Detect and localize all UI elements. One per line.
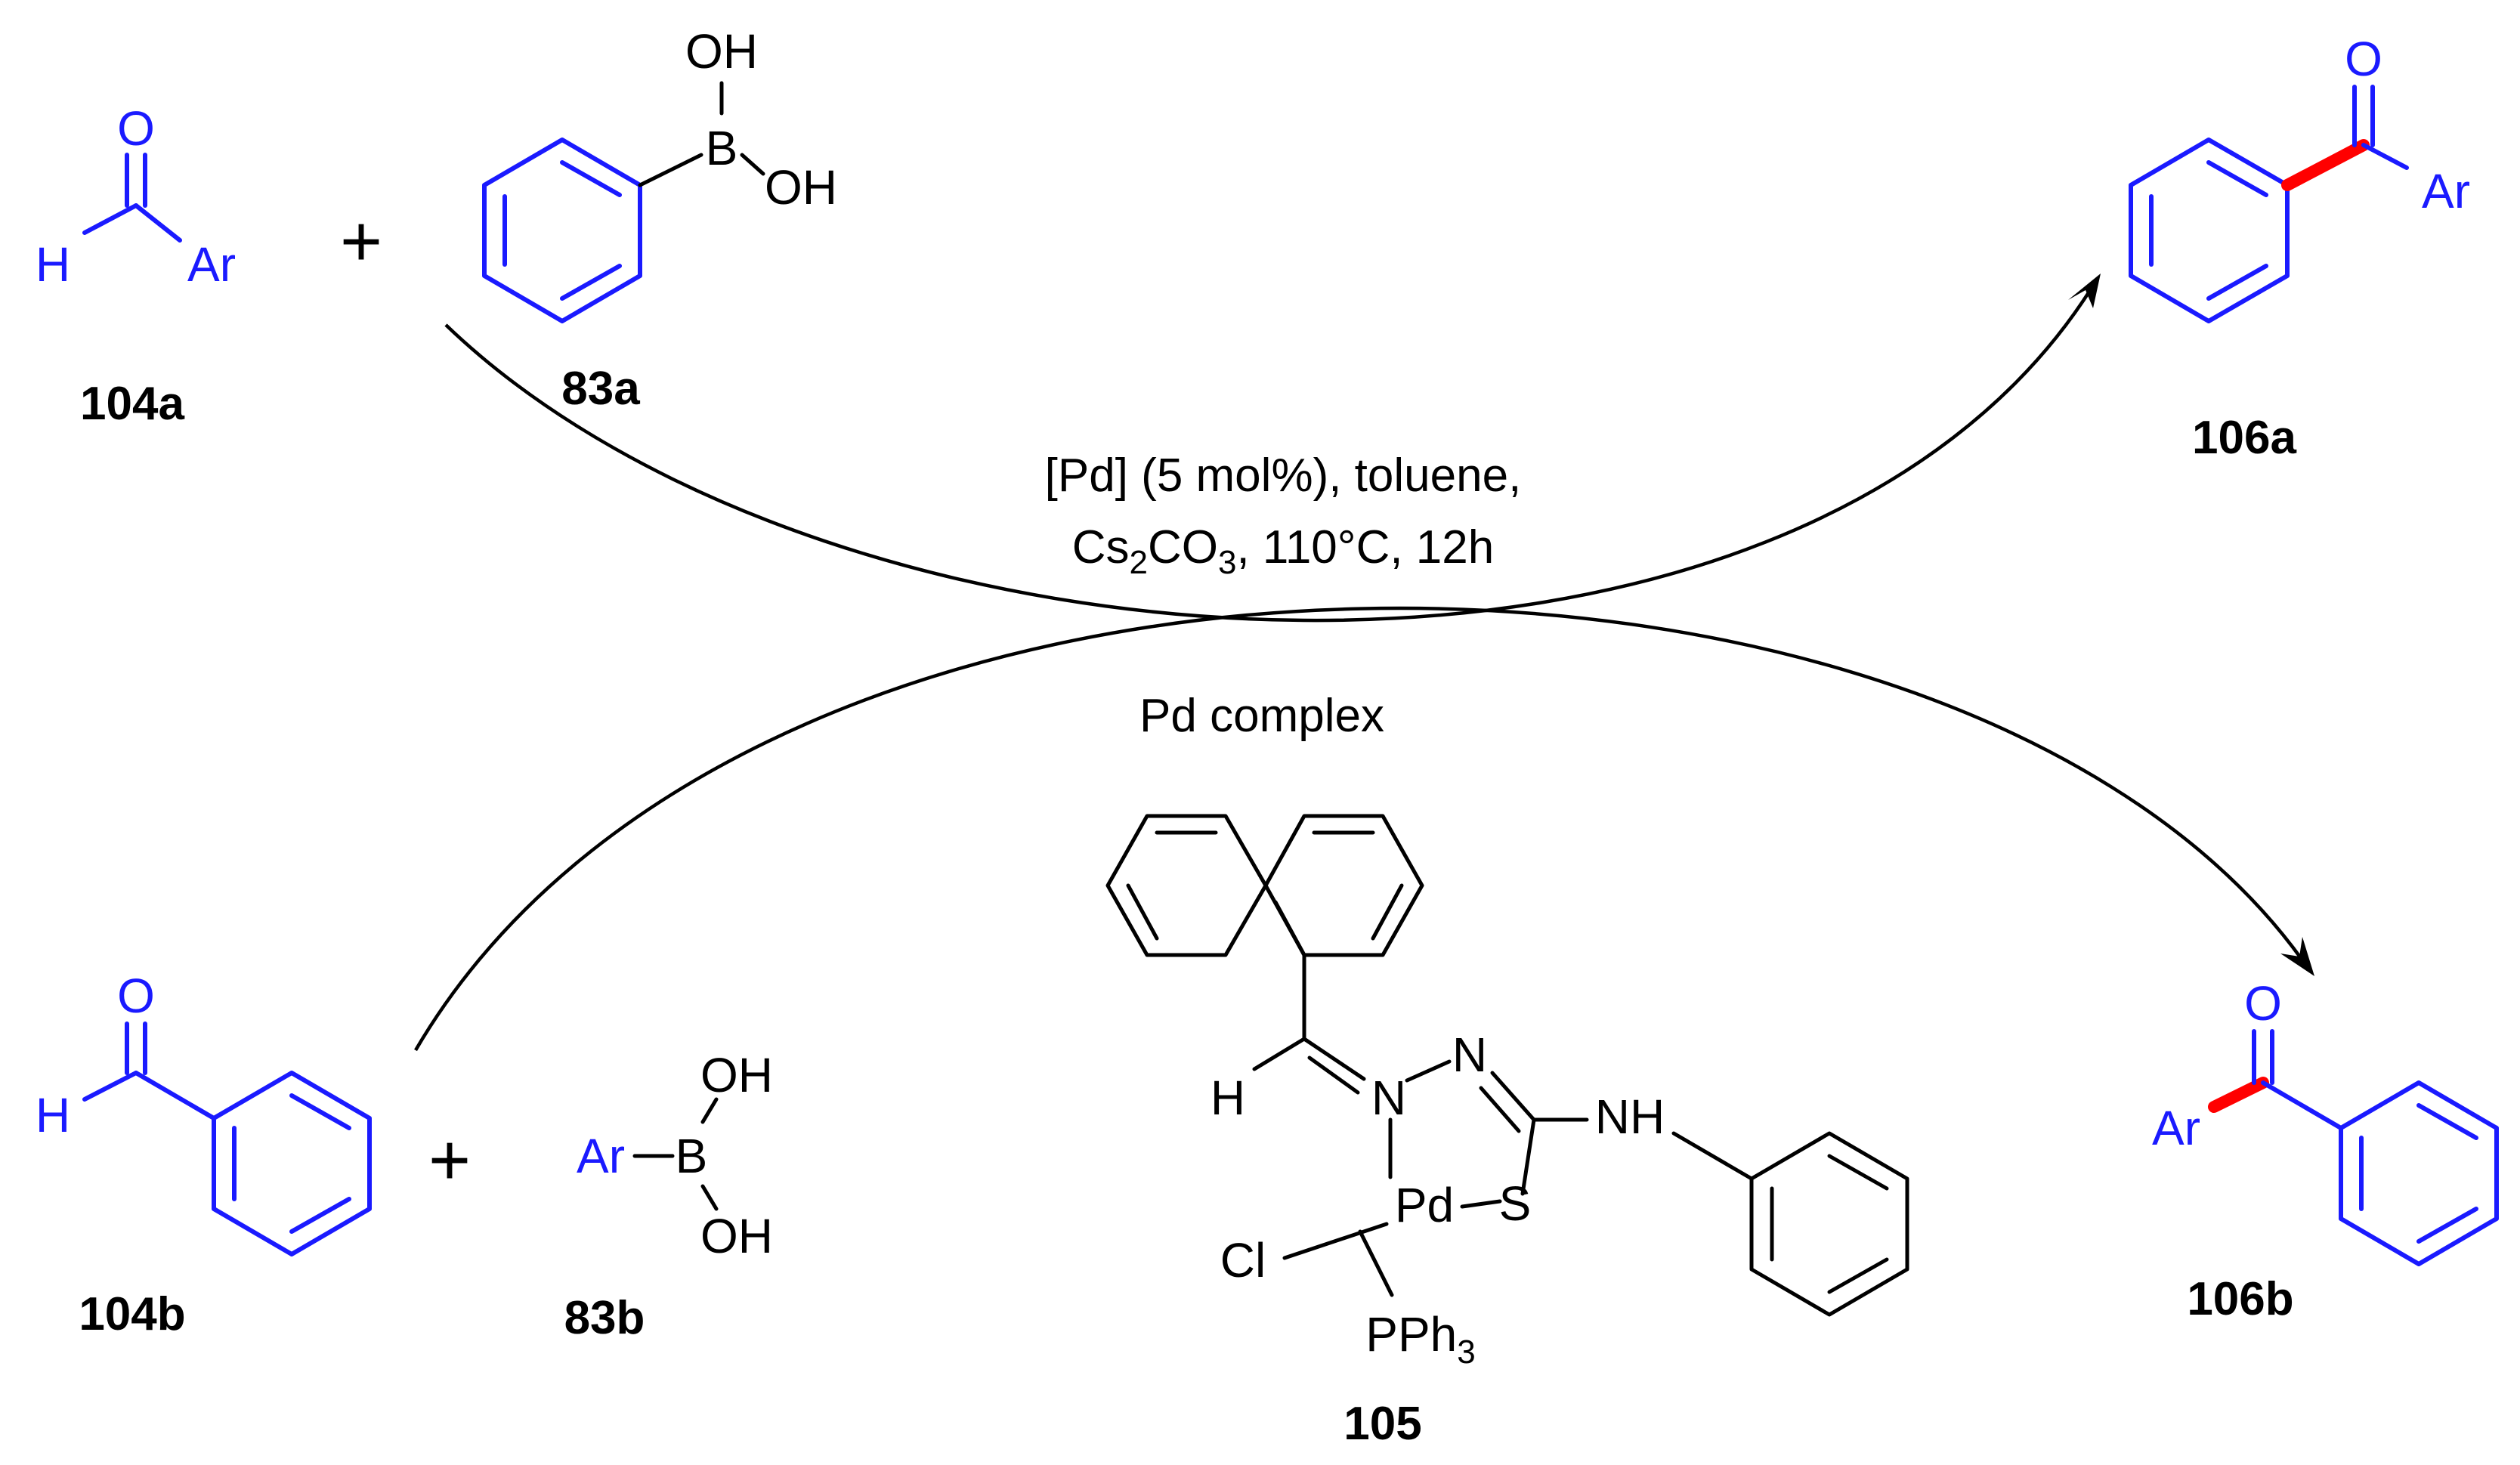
atom-oh: OH	[685, 24, 758, 79]
atom-h: H	[36, 1088, 70, 1142]
cond-sub-2: 2	[1130, 544, 1148, 581]
pph-text: PPh	[1365, 1307, 1457, 1361]
cond-sub-3: 3	[1218, 544, 1236, 581]
cond-co: CO	[1148, 521, 1218, 573]
structure-104b: O H	[36, 969, 372, 1256]
atom-pph3: PPh3	[1365, 1307, 1475, 1371]
cond-rest: , 110°C, 12h	[1236, 521, 1494, 573]
structure-83b: Ar B OH OH	[577, 1048, 773, 1263]
label-104b: 104b	[79, 1288, 185, 1340]
conditions-line-1: [Pd] (5 mol%), toluene,	[1045, 450, 1522, 502]
atom-nh: NH	[1595, 1089, 1665, 1144]
label-106a: 106a	[2192, 412, 2296, 464]
atom-pd: Pd	[1395, 1178, 1454, 1232]
structure-83a: B OH OH	[482, 24, 837, 323]
atom-h: H	[1211, 1071, 1245, 1125]
pph-sub-3: 3	[1457, 1334, 1475, 1371]
atom-o: O	[117, 101, 155, 156]
atom-n: N	[1371, 1071, 1406, 1125]
arrowhead-lower	[2280, 937, 2314, 976]
cond-cs: Cs	[1072, 521, 1130, 573]
arrowhead-upper	[2068, 274, 2101, 308]
plus-sign-bottom: +	[428, 1120, 471, 1201]
label-83b: 83b	[564, 1292, 645, 1344]
atom-o: O	[2244, 976, 2282, 1031]
atom-h: H	[36, 237, 70, 292]
structure-106b: O Ar	[2152, 976, 2499, 1266]
atom-s: S	[1499, 1176, 1532, 1231]
conditions-line-2: Cs2CO3, 110°C, 12h	[1072, 521, 1495, 581]
arc-lower	[414, 606, 2306, 1052]
reaction-arrows	[414, 274, 2314, 1052]
label-106b: 106b	[2187, 1273, 2293, 1325]
atom-o: O	[117, 969, 155, 1023]
atom-oh: OH	[700, 1048, 773, 1102]
label-105: 105	[1343, 1398, 1421, 1450]
label-104a: 104a	[80, 378, 184, 430]
atom-ar: Ar	[577, 1129, 625, 1183]
label-83a: 83a	[561, 363, 640, 415]
structure-105: H N N NH S Pd Cl PPh3	[1105, 814, 1909, 1371]
catalyst-label: Pd complex	[1139, 690, 1384, 742]
atom-ar: Ar	[2152, 1101, 2200, 1155]
atom-b: B	[676, 1129, 708, 1183]
atom-b: B	[706, 121, 738, 175]
plus-sign-top: +	[340, 201, 382, 282]
atom-oh: OH	[700, 1209, 773, 1263]
atom-ar: Ar	[187, 237, 236, 292]
arc-upper	[444, 284, 2095, 623]
atom-n: N	[1452, 1028, 1487, 1082]
atom-oh: OH	[765, 160, 837, 215]
atom-cl: Cl	[1220, 1233, 1266, 1287]
atom-o: O	[2345, 32, 2382, 86]
structure-106a: O Ar	[2129, 32, 2470, 323]
structure-104a: O H Ar	[36, 101, 236, 292]
atom-ar: Ar	[2422, 164, 2470, 218]
